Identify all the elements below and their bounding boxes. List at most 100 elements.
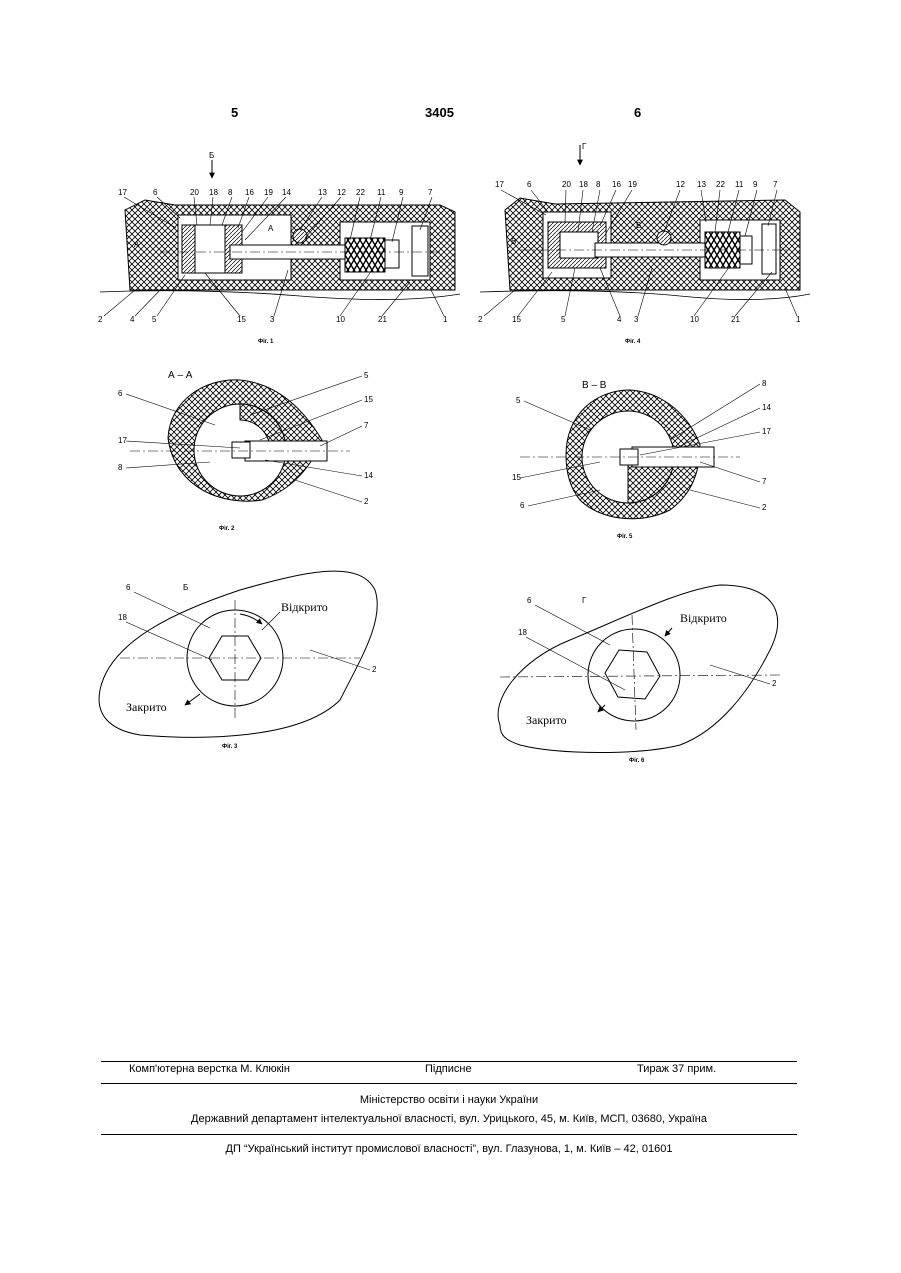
fig2-plug bbox=[232, 442, 250, 458]
fig3-label-2: 2 bbox=[372, 665, 377, 674]
fig4-label: 7 bbox=[773, 180, 778, 189]
fig3-caption: Фіг. 3 bbox=[222, 744, 238, 750]
fig1-label: 5 bbox=[152, 315, 157, 324]
fig6-label-6: 6 bbox=[527, 596, 532, 605]
fig6-closed-arrow bbox=[598, 705, 605, 712]
fig2-label: 15 bbox=[364, 395, 373, 404]
fig4-end-cap bbox=[762, 224, 776, 274]
fig4-label: 1 bbox=[796, 315, 801, 324]
fig1-valve-core bbox=[195, 225, 225, 273]
figure-1: Б А А 17 6 20 18 8 16 19 14 13 12 22 11 … bbox=[98, 151, 460, 345]
fig4-ball bbox=[657, 231, 671, 245]
fig3-closed-arrow bbox=[185, 694, 200, 705]
fig1-nut bbox=[385, 240, 399, 268]
fig2-section-title: А – А bbox=[168, 370, 193, 381]
fig4-label: 21 bbox=[731, 315, 740, 324]
footer-subscription: Підписне bbox=[425, 1063, 472, 1075]
fig1-marker-a2: А bbox=[268, 224, 274, 233]
fig4-label: 2 bbox=[478, 315, 483, 324]
fig6-leaders bbox=[526, 605, 770, 690]
fig4-label: 19 bbox=[628, 180, 637, 189]
figure-5: В – В 8 5 14 17 15 7 6 2 Фіг. 5 bbox=[512, 379, 771, 540]
fig1-label: 13 bbox=[318, 188, 327, 197]
fig5-label: 2 bbox=[762, 503, 767, 512]
fig5-label: 14 bbox=[762, 403, 771, 412]
fig3-view-label: Б bbox=[183, 583, 188, 592]
fig4-label: 10 bbox=[690, 315, 699, 324]
fig4-valve-core bbox=[560, 232, 598, 258]
fig2-label: 7 bbox=[364, 421, 369, 430]
fig3-rotation-arrow bbox=[240, 614, 262, 624]
fig2-label: 8 bbox=[118, 463, 123, 472]
footer-ministry: Міністерство освіти і науки України bbox=[101, 1094, 797, 1106]
drawings-sheet: Б А А 17 6 20 18 8 16 19 14 13 12 22 11 … bbox=[0, 0, 901, 800]
figure-4: Г В В 17 6 20 18 8 16 19 12 13 22 11 9 7 bbox=[478, 142, 810, 345]
fig6-label-2: 2 bbox=[772, 679, 777, 688]
fig4-label: 17 bbox=[495, 180, 504, 189]
fig1-label: 3 bbox=[270, 315, 275, 324]
fig1-break-line bbox=[100, 291, 460, 300]
footer-rule-bottom bbox=[101, 1134, 797, 1135]
fig1-label: 4 bbox=[130, 315, 135, 324]
fig5-label: 7 bbox=[762, 477, 767, 486]
fig4-marker-b: В bbox=[511, 237, 516, 246]
fig4-label: 13 bbox=[697, 180, 706, 189]
fig4-marker-b2: В bbox=[636, 221, 641, 230]
fig1-ball bbox=[293, 229, 307, 243]
fig1-label: 21 bbox=[378, 315, 387, 324]
fig1-label: 16 bbox=[245, 188, 254, 197]
fig1-label: 11 bbox=[377, 188, 386, 197]
footer-department: Державний департамент інтелектуальної вл… bbox=[101, 1113, 797, 1125]
fig2-label: 6 bbox=[118, 389, 123, 398]
fig1-label: 22 bbox=[356, 188, 365, 197]
fig2-label: 2 bbox=[364, 497, 369, 506]
fig6-caption: Фіг. 6 bbox=[629, 758, 645, 764]
fig1-label: 14 bbox=[282, 188, 291, 197]
fig4-top-labels: 17 6 20 18 8 16 19 12 13 22 11 9 7 bbox=[495, 180, 778, 189]
fig4-label: 3 bbox=[634, 315, 639, 324]
fig4-label: 22 bbox=[716, 180, 725, 189]
fig1-label: 10 bbox=[336, 315, 345, 324]
fig4-caption: Фіг. 4 bbox=[625, 339, 641, 345]
footer-typesetting: Комп'ютерна верстка М. Клюкін bbox=[129, 1063, 290, 1075]
fig6-label-18: 18 bbox=[518, 628, 527, 637]
fig1-label: 18 bbox=[209, 188, 218, 197]
fig1-label: 2 bbox=[98, 315, 103, 324]
footer-rule-middle bbox=[101, 1083, 797, 1084]
fig3-label-6: 6 bbox=[126, 583, 131, 592]
figure-6: 6 Г 18 2 Відкрито Закрито Фіг. 6 bbox=[498, 585, 780, 764]
fig1-label: 15 bbox=[237, 315, 246, 324]
fig4-label: 16 bbox=[612, 180, 621, 189]
fig1-end-cap bbox=[412, 226, 428, 276]
fig5-label: 6 bbox=[520, 501, 525, 510]
fig1-bottom-labels: 2 4 5 15 3 10 21 1 bbox=[98, 315, 448, 324]
fig4-label: 12 bbox=[676, 180, 685, 189]
fig2-label: 5 bbox=[364, 371, 369, 380]
fig2-caption: Фіг. 2 bbox=[219, 526, 235, 532]
footer-institute: ДП “Український інститут промислової вла… bbox=[101, 1143, 797, 1155]
fig5-label: 5 bbox=[516, 396, 521, 405]
fig1-caption: Фіг. 1 bbox=[258, 339, 274, 345]
fig5-caption: Фіг. 5 bbox=[617, 534, 633, 540]
fig1-label: 9 bbox=[399, 188, 404, 197]
fig4-label: 8 bbox=[596, 180, 601, 189]
fig3-closed-label: Закрито bbox=[126, 700, 167, 714]
footer-circulation: Тираж 37 прим. bbox=[637, 1063, 716, 1075]
fig6-axis-h bbox=[500, 675, 780, 677]
fig4-label: 6 bbox=[527, 180, 532, 189]
fig2-label: 17 bbox=[118, 436, 127, 445]
fig4-label: 15 bbox=[512, 315, 521, 324]
fig4-bottom-labels: 2 15 5 4 3 10 21 1 bbox=[478, 315, 801, 324]
fig4-label: 11 bbox=[735, 180, 744, 189]
fig1-label: 1 bbox=[443, 315, 448, 324]
fig1-label: 20 bbox=[190, 188, 199, 197]
fig6-closed-label: Закрито bbox=[526, 713, 567, 727]
fig6-open-label: Відкрито bbox=[680, 611, 727, 625]
fig6-open-arrow bbox=[665, 628, 672, 636]
fig1-top-labels: 17 6 20 18 8 16 19 14 13 12 22 11 9 7 bbox=[118, 188, 433, 197]
fig6-axis-v bbox=[632, 615, 636, 730]
fig1-label: 12 bbox=[337, 188, 346, 197]
fig3-open-label: Відкрито bbox=[281, 600, 328, 614]
fig1-label: 17 bbox=[118, 188, 127, 197]
fig4-label: 20 bbox=[562, 180, 571, 189]
